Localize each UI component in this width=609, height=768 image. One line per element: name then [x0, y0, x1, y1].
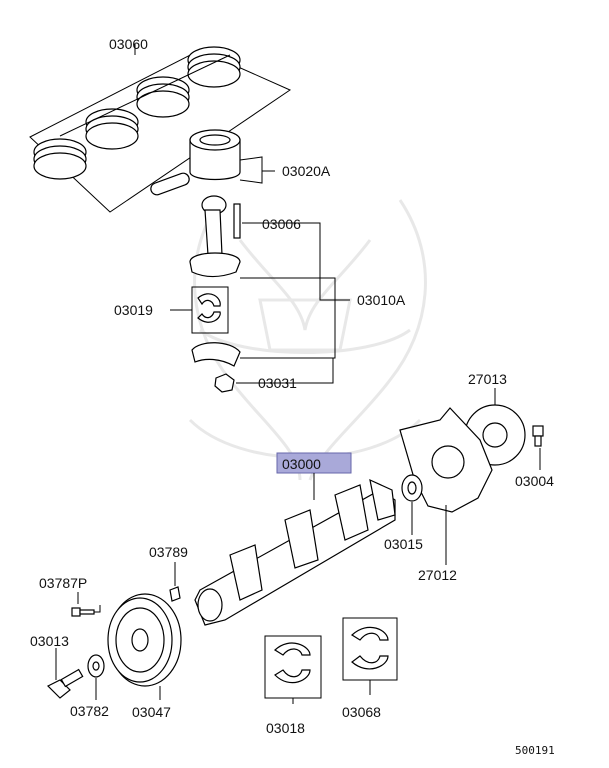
label-03789[interactable]: 03789	[149, 544, 188, 560]
pulley-small-bolt[interactable]	[71, 607, 95, 617]
pilot-spacer[interactable]	[401, 474, 423, 502]
label-27013[interactable]: 27013	[468, 371, 507, 387]
figure-number: 500191	[515, 744, 555, 757]
label-03013[interactable]: 03013	[30, 633, 69, 649]
label-03010a[interactable]: 03010A	[357, 292, 406, 308]
connecting-rod[interactable]	[189, 195, 241, 278]
label-03019[interactable]: 03019	[114, 302, 153, 318]
label-03787p[interactable]: 03787P	[39, 575, 87, 591]
piston-ring-set[interactable]	[29, 44, 292, 213]
label-03031[interactable]: 03031	[258, 375, 297, 391]
label-03060[interactable]: 03060	[109, 36, 148, 52]
rod-cap[interactable]	[191, 342, 241, 367]
label-03782[interactable]: 03782	[70, 703, 109, 719]
piston-assembly[interactable]	[149, 129, 241, 196]
woodruff-key[interactable]	[169, 586, 181, 602]
label-03020a[interactable]: 03020A	[282, 163, 331, 179]
label-03006[interactable]: 03006	[262, 216, 301, 232]
label-03015[interactable]: 03015	[384, 536, 423, 552]
thrust-bearing[interactable]	[342, 617, 398, 681]
main-bearing[interactable]	[264, 635, 322, 699]
label-03018[interactable]: 03018	[266, 720, 305, 736]
label-03000[interactable]: 03000	[282, 456, 321, 472]
crank-pulley-bolt[interactable]	[46, 668, 84, 699]
crankshaft[interactable]	[194, 478, 396, 626]
rod-nut[interactable]	[214, 373, 235, 393]
flex-plate[interactable]	[399, 407, 493, 513]
crankshaft-pulley[interactable]	[107, 593, 182, 687]
label-03004[interactable]: 03004	[515, 473, 554, 489]
label-03047[interactable]: 03047	[132, 704, 171, 720]
pulley-washer[interactable]	[87, 654, 105, 678]
watermark-emblem	[188, 199, 427, 481]
label-03068[interactable]: 03068	[342, 704, 381, 720]
drive-plate-bolt[interactable]	[532, 425, 544, 447]
label-27012[interactable]: 27012	[418, 567, 457, 583]
